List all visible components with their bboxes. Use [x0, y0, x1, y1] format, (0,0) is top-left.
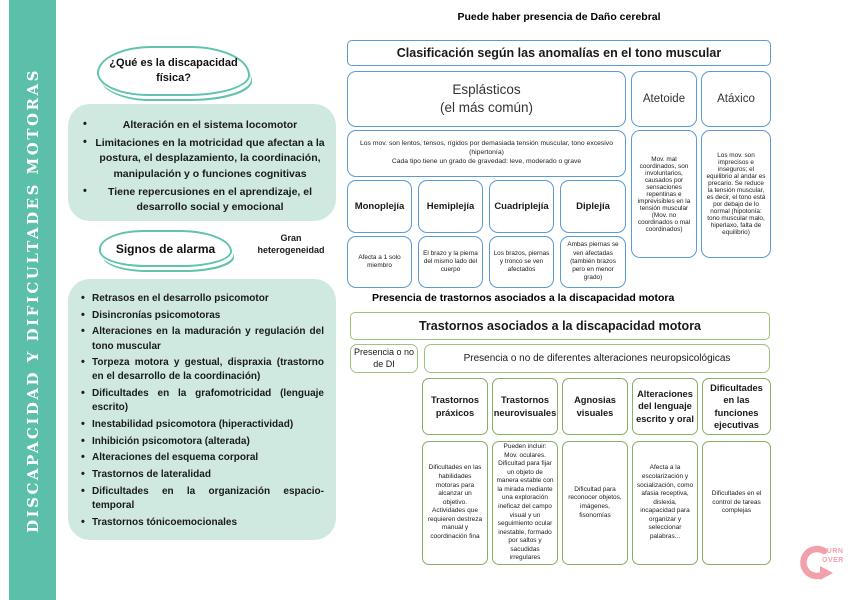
spastic-severity-note: Cada tipo tiene un grado de gravedad: le…: [391, 157, 582, 165]
column-language-alterations: Alteraciones del lenguaje escrito y oral: [632, 378, 698, 435]
subtype-cuadriplejia-desc: Los brazos, piernas y tronco se ven afec…: [489, 236, 554, 288]
subtype-name: Monoplejía: [354, 201, 405, 212]
alarm-item: Trastornos tónicoemocionales: [76, 515, 328, 531]
alarm-item: Retrasos en el desarrollo psicomotor: [76, 291, 328, 307]
column-praxic-desc: Dificultades en las habilidades motoras …: [422, 441, 488, 565]
column-agnosias-desc: Dificultad para reconocer objetos, imáge…: [562, 441, 628, 565]
classification-title-box: Clasificación según las anomalías en el …: [347, 40, 771, 66]
brain-damage-note: Puede haber presencia de Daño cerebral: [457, 11, 661, 23]
turn-over-watermark: TURN OVER: [795, 538, 847, 593]
ataxic-type-box: Atáxico: [701, 71, 771, 127]
ataxic-description-box: Los mov. son imprecisos e inseguros; el …: [701, 130, 771, 258]
subtype-hemiplejia-desc: El brazo y la pierna del mismo lado del …: [418, 236, 483, 288]
column-visual-agnosias: Agnosias visuales: [562, 378, 628, 435]
spastic-name-sub: (el más común): [439, 100, 534, 115]
alarm-item: Torpeza motora y gestual, dispraxia (tra…: [76, 355, 328, 384]
column-neurovisual-desc: Pueden incluir: Mov. oculares. Dificulta…: [492, 441, 558, 565]
alarm-item: Inestabilidad psicomotora (hiperactivida…: [76, 417, 328, 433]
spastic-description: Los mov. son lentos, tensos, rígidos por…: [359, 140, 613, 157]
alarm-item: Dificultades en la organización espacio-…: [76, 484, 328, 513]
spastic-type-box: Esplásticos (el más común): [347, 71, 626, 127]
column-executive-functions: Dificultades en las funciones ejecutivas: [702, 378, 771, 435]
classification-title: Clasificación según las anomalías en el …: [396, 46, 722, 60]
associated-title-box: Trastornos asociados a la discapacidad m…: [350, 312, 770, 340]
alarm-item: Alteraciones del esquema corporal: [76, 450, 328, 466]
spastic-description-box: Los mov. son lentos, tensos, rígidos por…: [347, 130, 626, 177]
definition-item: Limitaciones en la motricidad que afecta…: [78, 135, 326, 182]
definition-item: Alteración en el sistema locomotor: [78, 117, 326, 133]
neuropsych-alterations-box: Presencia o no de diferentes alteracione…: [424, 344, 770, 373]
subtype-name: Hemiplejía: [426, 201, 475, 212]
page-title-vertical: DISCAPACIDAD Y DIFICULTADES MOTORAS: [23, 67, 42, 533]
bubble-what-is-physical-disability: ¿Qué es la discapacidad física?: [97, 46, 250, 96]
alarm-item: Trastornos de lateralidad: [76, 467, 328, 483]
alarm-item: Alteraciones en la maduración y regulaci…: [76, 324, 328, 353]
definition-list: Alteración en el sistema locomotor Limit…: [78, 117, 326, 215]
turn-over-label: TURN OVER: [822, 548, 844, 564]
subtype-diplejia-desc: Ambas piernas se ven afectadas (también …: [560, 236, 626, 288]
alarm-item: Disincronías psicomotoras: [76, 308, 328, 324]
athetoid-name: Atetoide: [642, 93, 686, 105]
di-presence-box: Presencia o no de DI: [350, 344, 418, 373]
associated-disorders-note: Presencia de trastornos asociados a la d…: [372, 292, 675, 304]
column-praxic-disorders: Trastornos práxicos: [422, 378, 488, 435]
subtype-monoplejia-desc: Afecta a 1 solo miembro: [347, 236, 412, 288]
column-language-desc: Afecta a la escolarización y socializaci…: [632, 441, 698, 565]
bubble-alarm-signs: Signos de alarma: [99, 230, 232, 267]
spastic-name: Esplásticos: [452, 82, 521, 98]
column-executive-desc: Dificultades en el control de tareas com…: [702, 441, 771, 565]
subtype-cuadriplejia-box: Cuadriplejía: [489, 180, 554, 233]
ataxic-name: Atáxico: [717, 93, 755, 105]
bubble-alarm-label: Signos de alarma: [115, 241, 216, 256]
subtype-name: Diplejía: [576, 201, 610, 212]
associated-title: Trastornos asociados a la discapacidad m…: [418, 319, 702, 333]
subtype-diplejia-box: Diplejía: [560, 180, 626, 233]
definition-box: Alteración en el sistema locomotor Limit…: [68, 104, 336, 221]
alarm-item: Dificultades en la grafomotricidad (leng…: [76, 386, 328, 415]
bubble-what-is-label: ¿Qué es la discapacidad física?: [109, 57, 238, 84]
definition-item: Tiene repercusiones en el aprendizaje, e…: [78, 184, 326, 215]
alarm-signs-list: Retrasos en el desarrollo psicomotor Dis…: [76, 291, 328, 531]
subtype-name: Cuadriplejía: [494, 201, 549, 212]
alarm-item: Inhibición psicomotora (alterada): [76, 434, 328, 450]
subtype-hemiplejia-box: Hemiplejía: [418, 180, 483, 233]
athetoid-description-box: Mov. mal coordinados, son involuntarios,…: [631, 130, 697, 258]
heterogeneity-note: Gran heterogeneidad: [257, 233, 325, 255]
alarm-signs-box: Retrasos en el desarrollo psicomotor Dis…: [68, 279, 336, 540]
column-neurovisual-disorders: Trastornos neurovisuales: [492, 378, 558, 435]
subtype-monoplejia-box: Monoplejía: [347, 180, 412, 233]
sidebar: DISCAPACIDAD Y DIFICULTADES MOTORAS: [9, 0, 56, 600]
athetoid-type-box: Atetoide: [631, 71, 697, 127]
curved-arrow-icon: [800, 545, 833, 580]
